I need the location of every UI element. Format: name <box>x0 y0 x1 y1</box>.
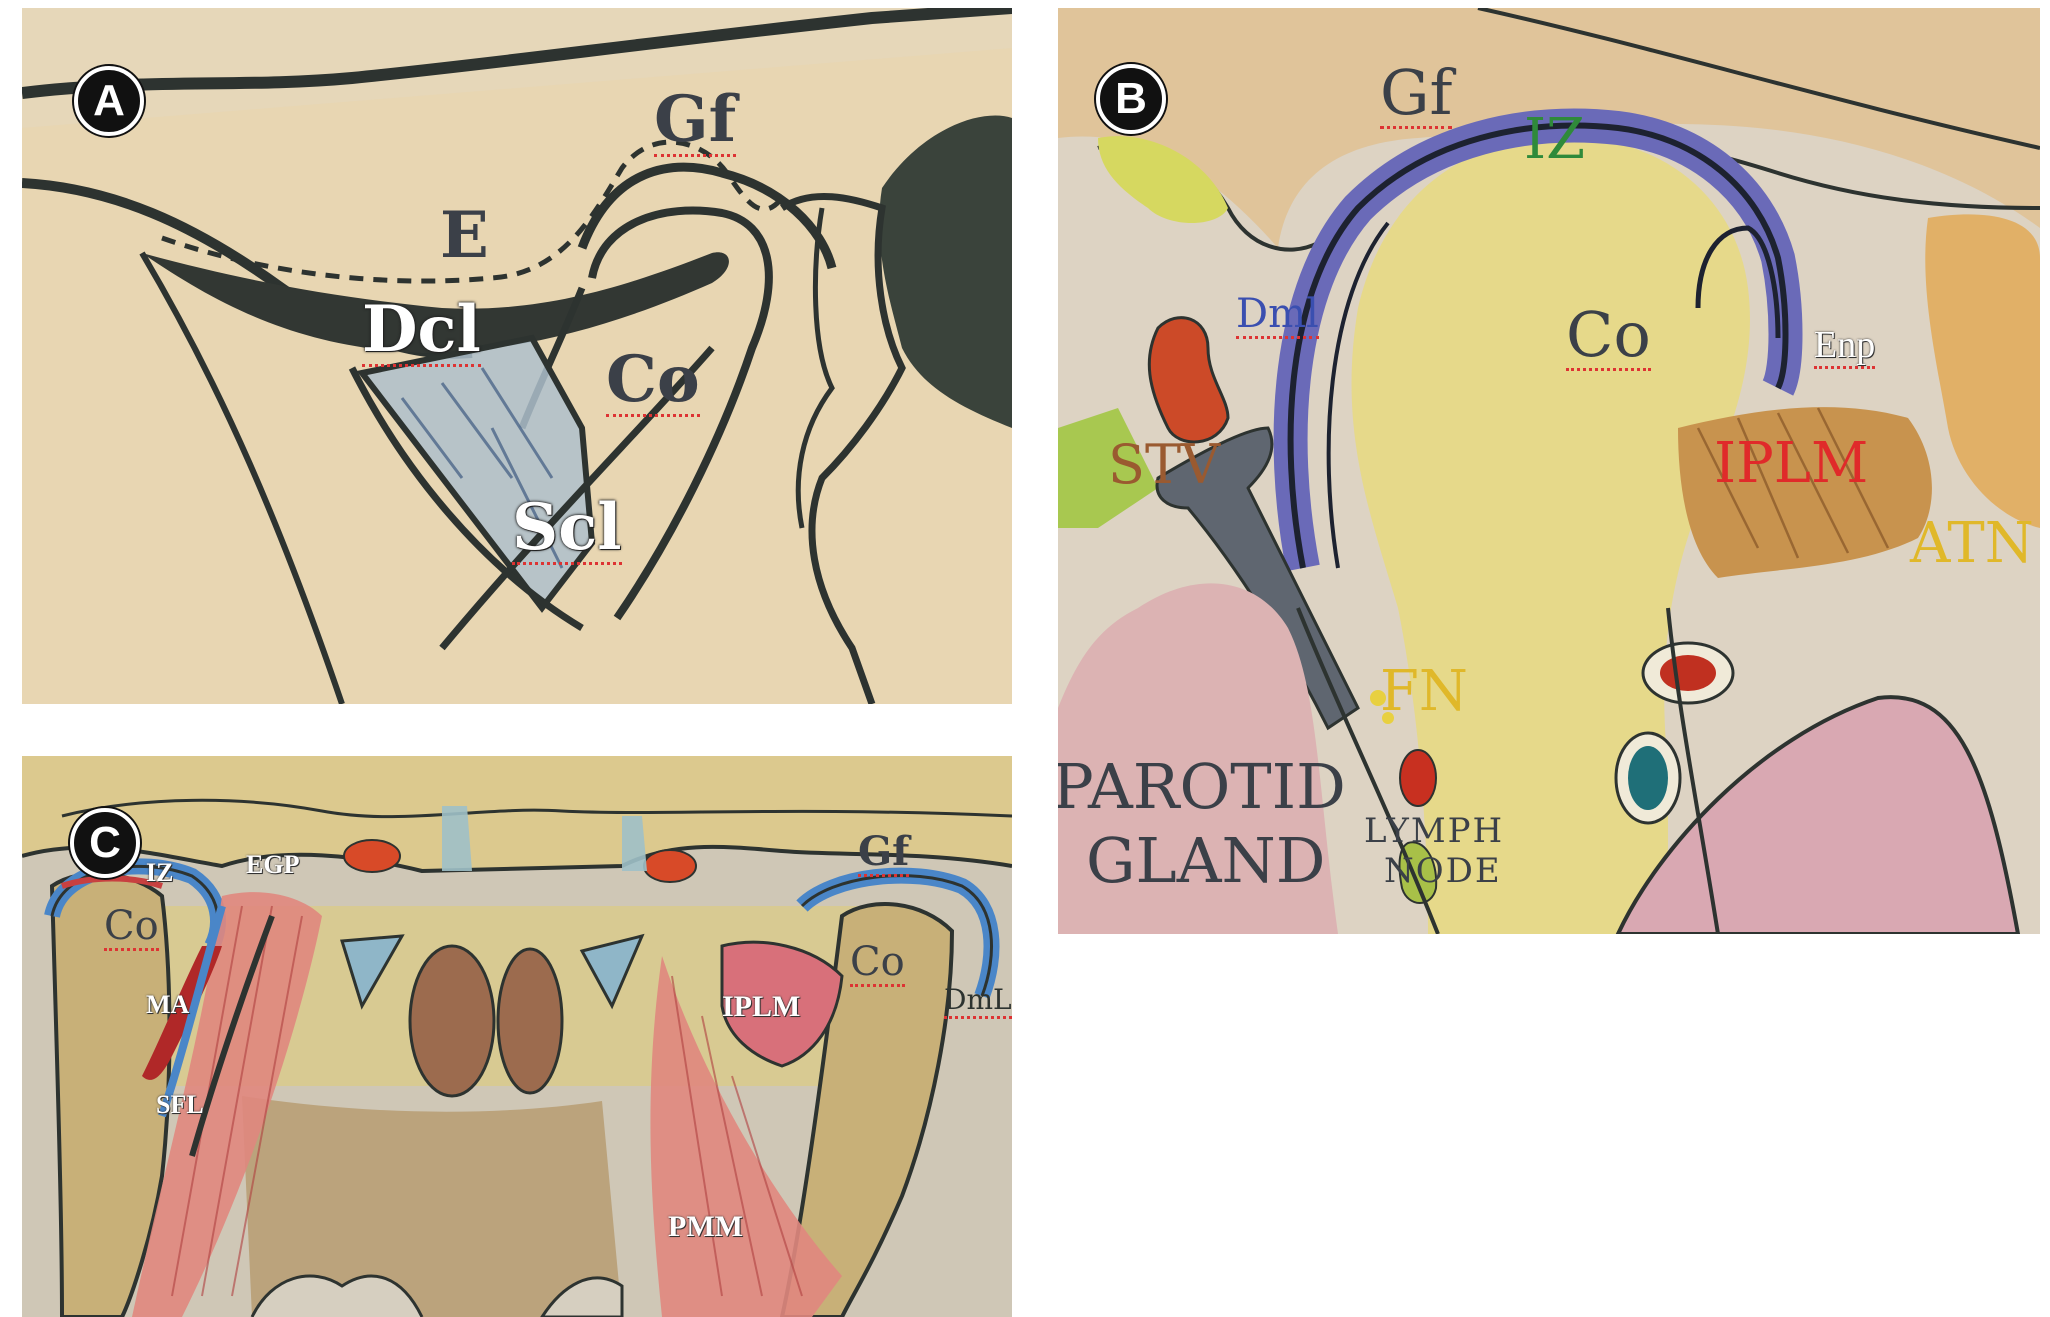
label-b-lymph-2: NODE <box>1384 851 1502 891</box>
label-b-fn: FN <box>1380 659 1468 724</box>
label-b-parotid-2: GLAND <box>1086 824 1326 897</box>
label-c-ma: MA <box>146 990 190 1019</box>
panel-c-badge: C <box>70 808 140 878</box>
label-c-co-left: Co <box>104 903 159 951</box>
label-b-atn: ATN <box>1910 511 2034 576</box>
label-gf: Gf <box>654 82 737 157</box>
label-c-iz: IZ <box>146 858 174 887</box>
panel-a-drawing <box>22 8 1012 704</box>
panel-a-badge: A <box>74 66 144 136</box>
panel-c: C IZ EGP Gf Co Co MA SFL IPLM DmL PMM <box>22 756 1012 1317</box>
label-co: Co <box>606 342 700 417</box>
panel-b-drawing <box>1058 8 2040 934</box>
label-b-gf: Gf <box>1380 56 1453 129</box>
label-c-egp: EGP <box>246 850 300 879</box>
panel-b-badge: B <box>1096 64 1166 134</box>
label-c-sfl: SFL <box>156 1090 204 1119</box>
label-b-lymph-1: LYMPH <box>1364 811 1505 851</box>
label-b-parotid-1: PAROTID <box>1058 750 1346 823</box>
panel-c-drawing <box>22 756 1012 1317</box>
label-b-stv: STV <box>1108 433 1221 496</box>
label-c-iplm: IPLM <box>722 990 801 1023</box>
label-c-gf: Gf <box>858 828 910 877</box>
label-c-pmm: PMM <box>668 1210 743 1243</box>
label-b-iplm: IPLM <box>1714 431 1869 496</box>
label-scl: Scl <box>512 490 622 565</box>
label-b-iz: IZ <box>1524 107 1586 172</box>
panel-a: A Gf E Dcl Co Scl <box>22 8 1012 704</box>
label-e: E <box>440 198 489 273</box>
label-c-dml: DmL <box>944 986 1012 1019</box>
label-c-co-right: Co <box>850 939 905 987</box>
panel-b: B Gf IZ Dml Co Enp STV IPLM ATN FN PAROT… <box>1058 8 2040 934</box>
label-dcl: Dcl <box>362 292 481 367</box>
label-b-co: Co <box>1566 298 1651 371</box>
label-b-enp: Enp <box>1814 326 1876 369</box>
label-b-dml: Dml <box>1236 291 1319 339</box>
